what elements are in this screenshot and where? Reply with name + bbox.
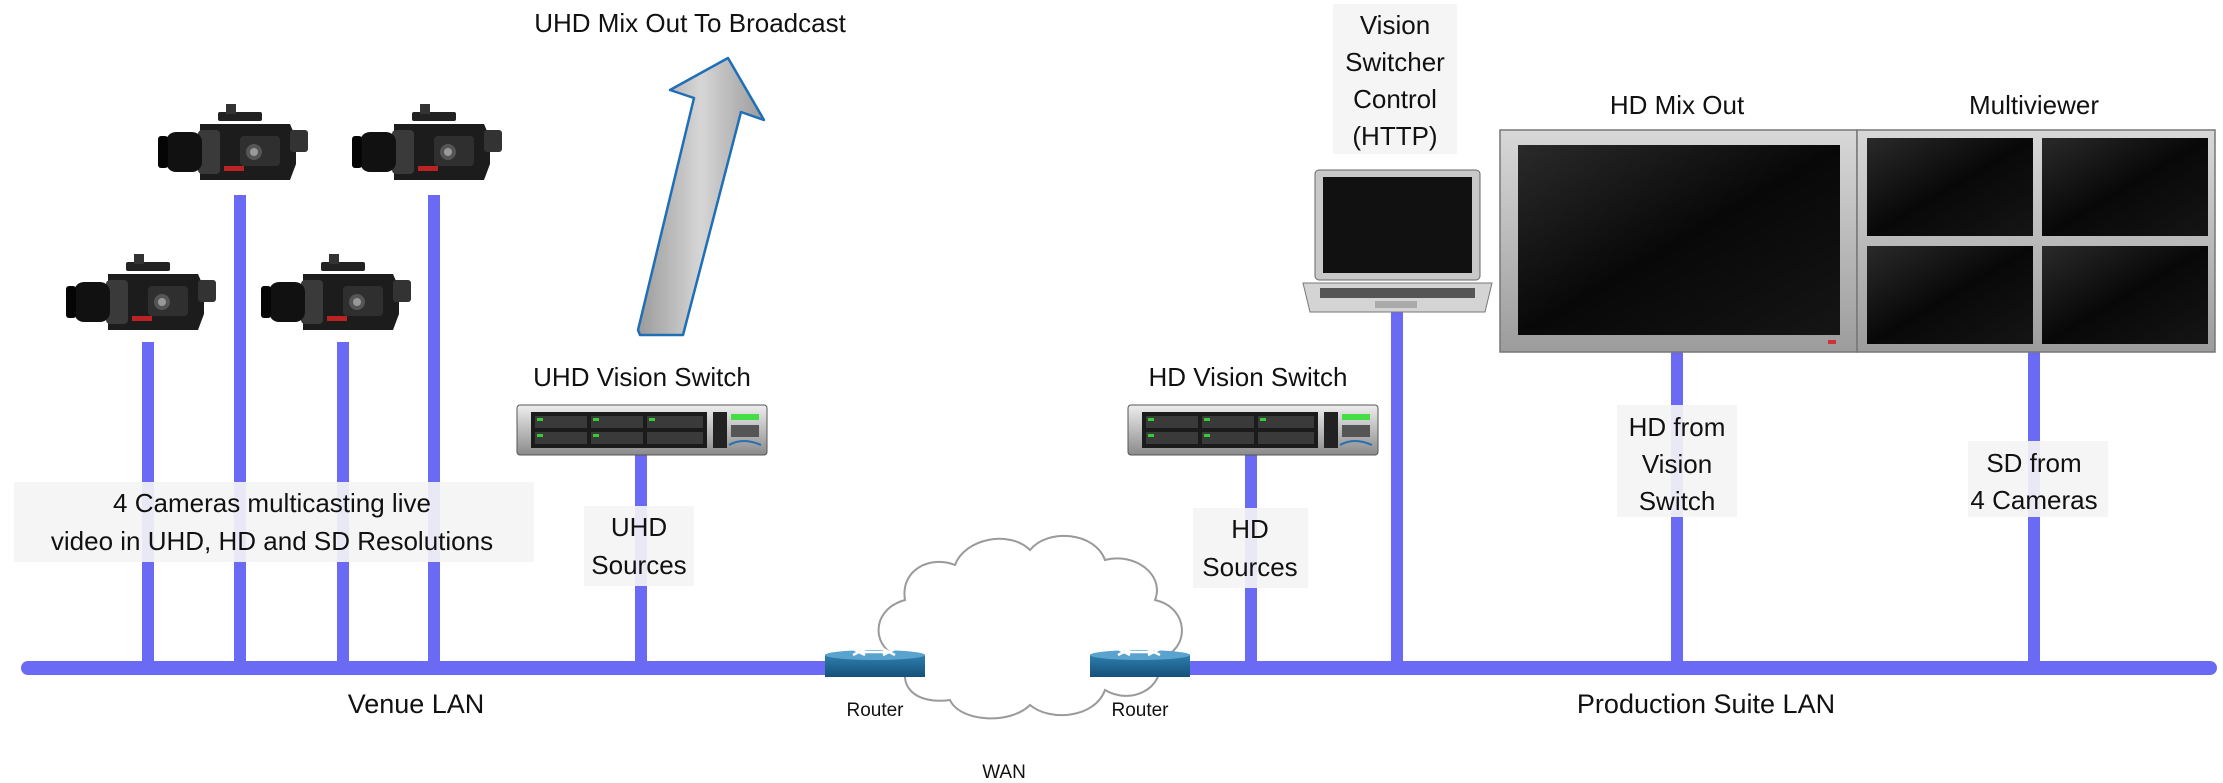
camera-2 xyxy=(158,104,308,180)
cameras-label-line-2: video in UHD, HD and SD Resolutions xyxy=(51,526,493,556)
camera-1 xyxy=(66,254,216,330)
multiviewer-label: Multiviewer xyxy=(1969,90,2099,120)
router-left xyxy=(823,647,927,679)
control-label-4: (HTTP) xyxy=(1352,121,1437,151)
multiviewer-monitor xyxy=(1856,129,2216,353)
hd-mix-out-monitor xyxy=(1499,129,1858,353)
hd-sources-label-2: Sources xyxy=(1202,552,1297,582)
router-right-label: Router xyxy=(1111,700,1169,721)
laptop xyxy=(1302,169,1493,313)
broadcast-arrow xyxy=(636,56,766,337)
sd-from-label-2: 4 Cameras xyxy=(1970,485,2097,515)
cameras-label-line-1: 4 Cameras multicasting live xyxy=(113,488,431,518)
production-lan-label: Production Suite LAN xyxy=(1577,689,1835,719)
uhd-vision-switch xyxy=(516,404,768,456)
hd-sources-label-1: HD xyxy=(1231,514,1269,544)
hd-vision-switch xyxy=(1127,404,1379,456)
sd-from-label-1: SD from xyxy=(1986,448,2081,478)
wan-label: WAN xyxy=(982,762,1026,783)
venue-lan-label: Venue LAN xyxy=(348,689,485,719)
hd-from-label-2: Vision xyxy=(1642,449,1712,479)
uhd-sources-label-1: UHD xyxy=(611,512,667,542)
uhd-switch-label: UHD Vision Switch xyxy=(533,362,751,392)
camera-3 xyxy=(261,254,411,330)
hd-mix-out-label: HD Mix Out xyxy=(1610,90,1745,120)
hd-switch-label: HD Vision Switch xyxy=(1149,362,1348,392)
router-right xyxy=(1088,647,1192,679)
control-label-2: Switcher xyxy=(1345,47,1445,77)
camera-4 xyxy=(352,104,502,180)
control-label-1: Vision xyxy=(1360,10,1430,40)
wan-cloud xyxy=(877,534,1183,720)
control-label-3: Control xyxy=(1353,84,1437,114)
router-left-label: Router xyxy=(846,700,904,721)
hd-from-label-1: HD from xyxy=(1629,412,1726,442)
uhd-sources-label-2: Sources xyxy=(591,550,686,580)
hd-from-label-3: Switch xyxy=(1639,486,1716,516)
broadcast-label: UHD Mix Out To Broadcast xyxy=(534,8,846,38)
